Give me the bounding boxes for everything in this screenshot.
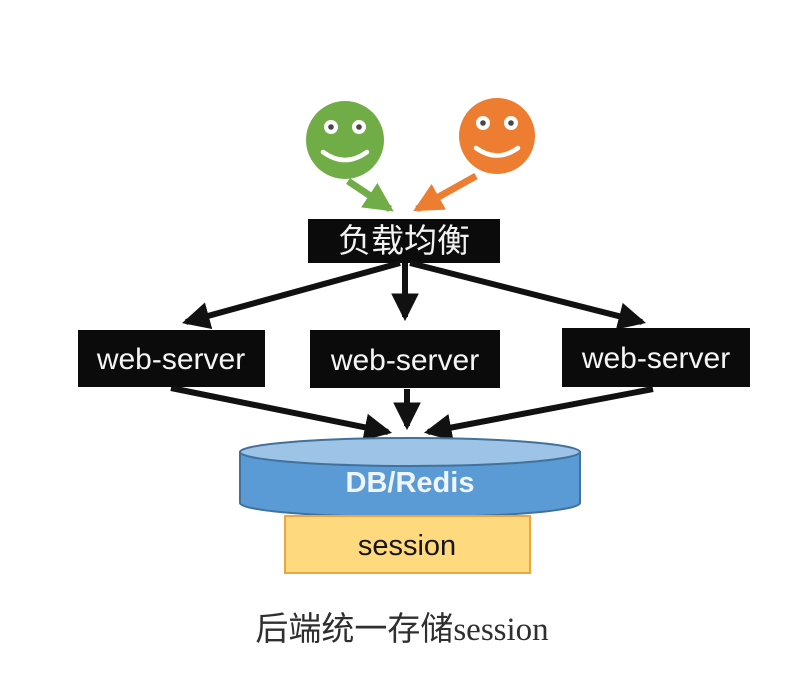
db-cylinder: DB/Redis: [239, 437, 581, 518]
caption: 后端统一存储session: [255, 611, 548, 648]
webserver3-label: web-server: [581, 342, 730, 375]
green-user-pupil-right: [356, 124, 362, 130]
load-balancer-box: [308, 219, 500, 263]
green-user-icon: [306, 101, 384, 179]
webserver1-box: [78, 330, 265, 387]
green-user-smile: [320, 149, 370, 163]
session-label: session: [358, 530, 456, 562]
green-user-face: [306, 101, 384, 179]
orange-user-pupil-right: [508, 120, 514, 126]
orange-user-face: [459, 98, 535, 174]
webserver2-label: web-server: [330, 344, 479, 377]
green-user-pupil-left: [328, 124, 334, 130]
webserver1-to-db-arrow: [170, 385, 393, 441]
green-request-arrow: [346, 178, 394, 212]
webserver2-box: [310, 330, 500, 388]
webserver3-box: [562, 328, 750, 387]
orange-user-pupil-left: [480, 120, 486, 126]
session-box: [284, 515, 531, 574]
load-balancer-label: 负载均衡: [338, 223, 470, 260]
db-cylinder-top: [239, 437, 581, 467]
db-label: DB/Redis: [346, 467, 475, 499]
lb-to-webserver1-arrow: [182, 260, 401, 330]
orange-request-arrow: [413, 172, 478, 213]
webserver1-label: web-server: [96, 343, 245, 376]
orange-user-smile: [473, 145, 521, 158]
webserver3-to-db-arrow: [423, 386, 654, 442]
lb-to-webserver3-arrow: [409, 260, 647, 330]
orange-user-icon: [459, 98, 535, 174]
